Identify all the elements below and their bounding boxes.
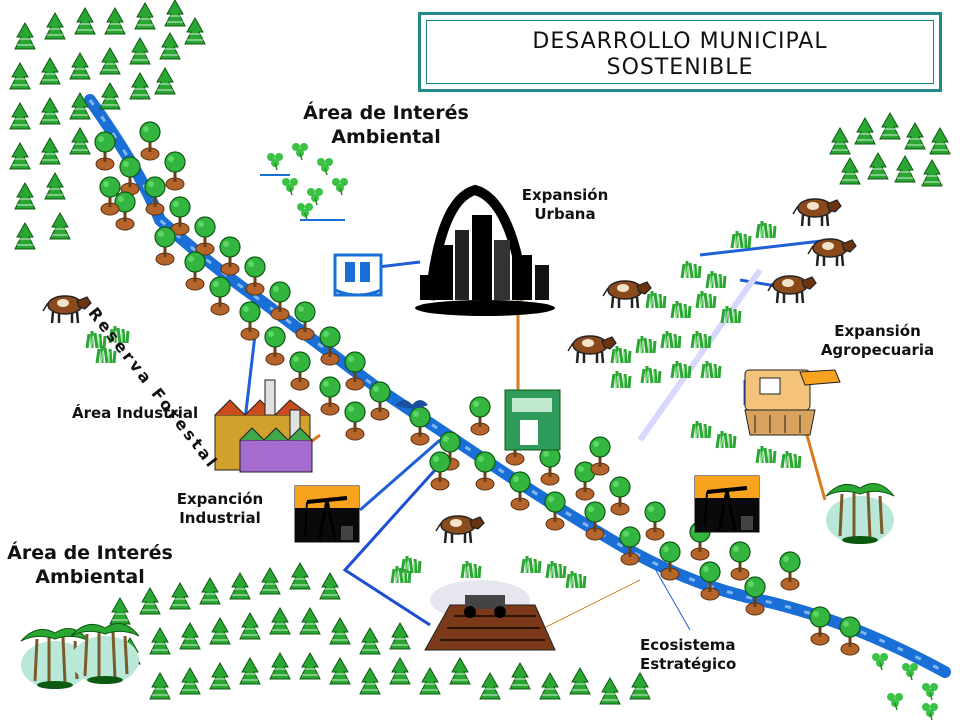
title-box: DESARROLLO MUNICIPAL SOSTENIBLE — [418, 12, 942, 92]
title-line-1: DESARROLLO MUNICIPAL — [532, 29, 828, 54]
label-expancion-industrial-line-2: Industrial — [179, 508, 261, 527]
label-expansion-agropecuaria: Expansión Agropecuaria — [795, 322, 960, 360]
harvester-icon — [744, 369, 841, 436]
water-plant-icon — [333, 253, 383, 297]
label-area-interes-left-line-1: Área de Interés — [7, 542, 173, 564]
title-line-2: SOSTENIBLE — [606, 55, 754, 81]
city-icon — [415, 184, 555, 316]
bird-icon — [395, 400, 428, 409]
label-area-interes-top: Área de Interés Ambiental — [286, 102, 486, 150]
label-ecosistema-line-1: Ecosistema — [640, 636, 736, 654]
label-expansion-urbana-line-2: Urbana — [534, 204, 596, 223]
label-area-interes-left-line-2: Ambiental — [35, 565, 145, 588]
label-expansion-urbana: Expansión Urbana — [495, 186, 635, 224]
label-area-interes-top-line-2: Ambiental — [331, 125, 441, 148]
label-area-industrial: Área Industrial — [72, 404, 199, 422]
label-ecosistema-line-2: Estratégico — [640, 654, 737, 673]
tractor-icon — [424, 580, 556, 651]
label-expansion-agropecuaria-line-2: Agropecuaria — [820, 340, 935, 359]
forest-top-right — [829, 112, 951, 187]
label-ecosistema-estrategico: Ecosistema Estratégico — [640, 636, 790, 674]
label-expancion-industrial: Expanción Industrial — [150, 490, 290, 528]
label-expancion-industrial-line-1: Expanción — [176, 490, 264, 508]
factory-icon — [214, 379, 313, 473]
page-title: DESARROLLO MUNICIPAL SOSTENIBLE — [421, 29, 939, 82]
label-expansion-urbana-line-1: Expansión — [521, 186, 609, 204]
label-expansion-agropecuaria-line-1: Expansión — [834, 322, 921, 340]
clover-patches — [260, 142, 939, 720]
label-area-interes-left: Área de Interés Ambiental — [0, 542, 180, 590]
treatment-plant-icon — [504, 389, 561, 451]
title-box-inner — [426, 20, 934, 84]
label-area-interes-top-line-1: Área de Interés — [303, 102, 469, 124]
